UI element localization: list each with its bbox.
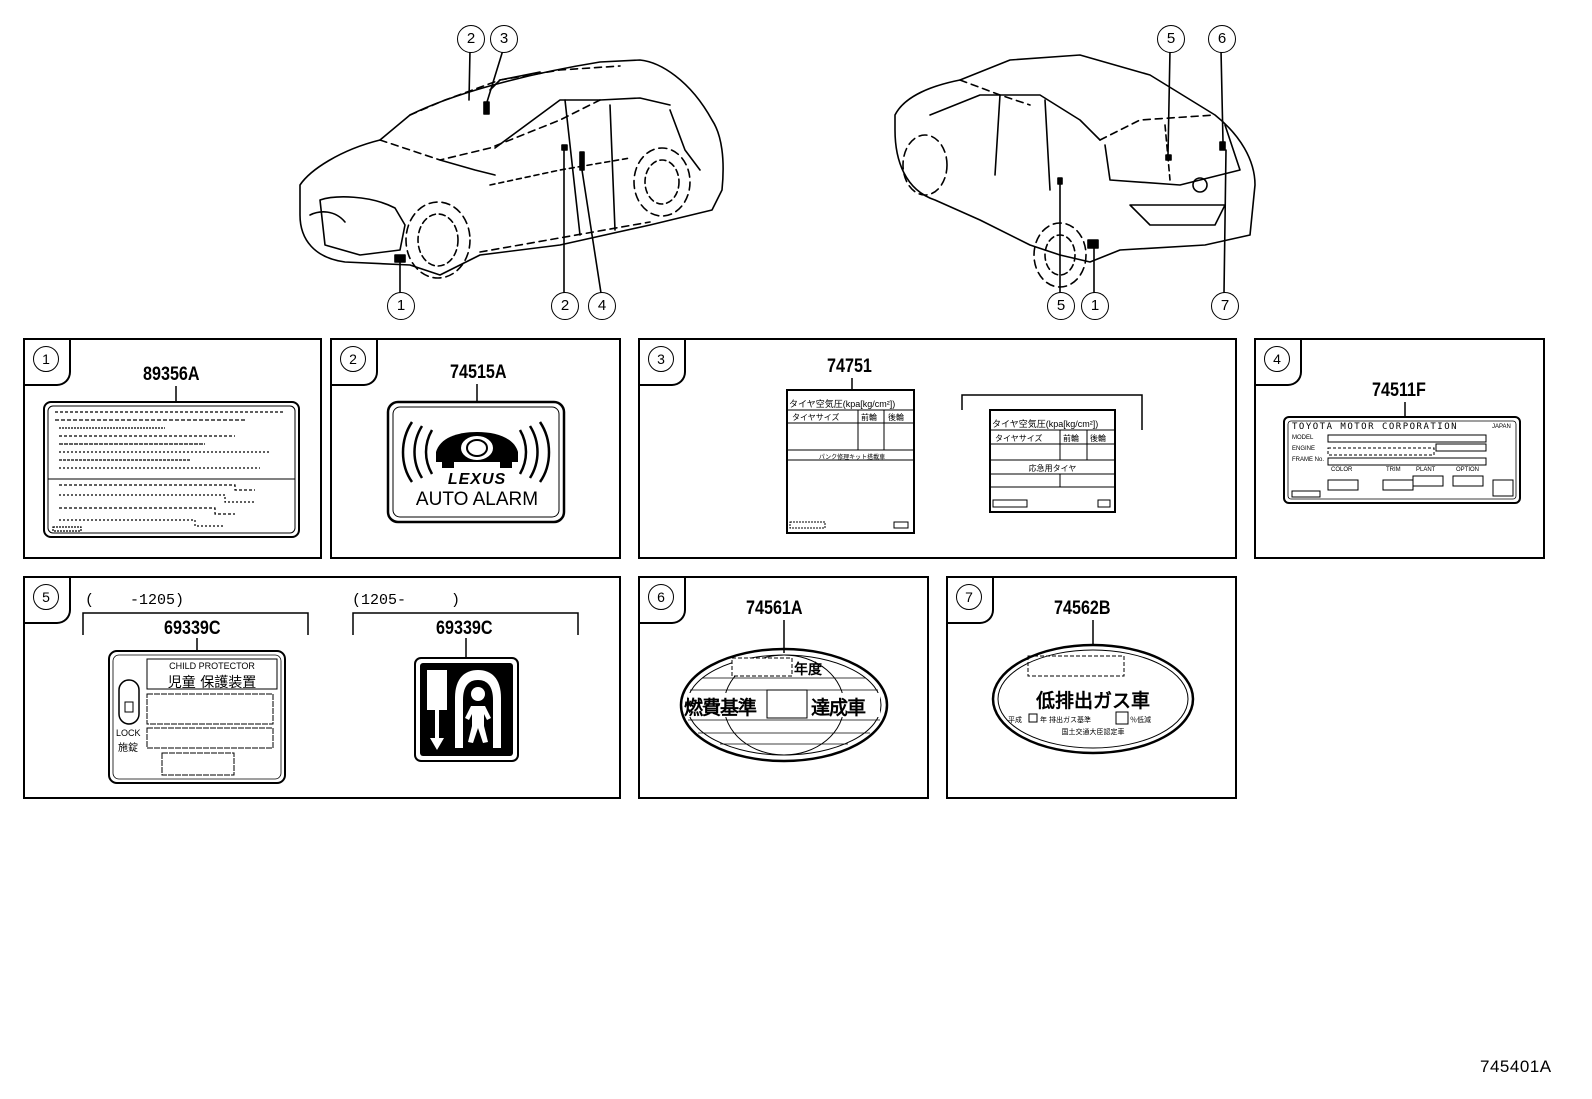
callout-rear-5-top: 5 <box>1157 25 1185 53</box>
fuel-economy-label <box>679 620 889 763</box>
panel-number: 6 <box>648 584 674 610</box>
code-color: COLOR <box>1331 467 1353 473</box>
range-before: ( -1205) <box>85 592 185 609</box>
part-number-b: 69339C <box>436 618 493 639</box>
panel-number-frame <box>640 578 686 624</box>
panel-1: 1 89356A <box>23 338 322 559</box>
panel-number: 7 <box>956 584 982 610</box>
panel-number-frame <box>1256 340 1302 386</box>
part-number: 74515A <box>450 362 507 383</box>
panel-number: 4 <box>1264 346 1290 372</box>
lexus-brand-text: LEXUS <box>447 471 507 488</box>
heisei-text: 平成 <box>1008 717 1022 724</box>
certification-text: 国土交通大臣認定車 <box>1061 729 1125 736</box>
panel-number: 2 <box>340 346 366 372</box>
fiscal-year-text: 年度 <box>794 662 822 678</box>
code-option: OPTION <box>1456 467 1480 473</box>
auto-alarm-label <box>386 384 566 524</box>
callout-front-2-bottom: 2 <box>551 292 579 320</box>
country: JAPAN <box>1492 424 1511 430</box>
rear-car-drawing <box>894 49 1256 294</box>
front-car-drawing <box>299 49 724 294</box>
part-number: 89356A <box>143 364 200 385</box>
panel-number: 5 <box>33 584 59 610</box>
callout-rear-5-bottom: 5 <box>1047 292 1075 320</box>
callout-rear-6-top: 6 <box>1208 25 1236 53</box>
panel-4: 4 74511F TOYOTA MOTOR CORPORATION JAPAN … <box>1254 338 1545 559</box>
panel-number-frame <box>948 578 994 624</box>
tire-label-b-col-rear: 後輪 <box>1090 434 1106 443</box>
panel-5: 5 ( -1205) (1205- ) 69339C 69339C CHILD … <box>23 576 621 799</box>
panel-number: 3 <box>648 346 674 372</box>
fuel-standard-text: 燃費基準 <box>684 697 757 719</box>
code-trim: TRIM <box>1386 467 1401 473</box>
emission-standard-text: 年 排出ガス基準 <box>1040 717 1091 724</box>
panel-2: 2 74515A LEXUS AUTO ALARM <box>330 338 621 559</box>
tire-label-a-title: タイヤ空気圧(kpa[kg/cm²]) <box>789 399 896 409</box>
achieved-vehicle-text: 達成車 <box>811 697 866 719</box>
tire-label-b-note: 応急用タイヤ <box>1028 464 1077 473</box>
panel-number-frame <box>332 340 378 386</box>
tire-label-b-col-size: タイヤサイズ <box>995 434 1043 443</box>
child-protector-jp: 児童 保護装置 <box>167 675 257 691</box>
reduction-text: ％低減 <box>1130 717 1151 724</box>
panel-7: 7 74562B 低排出ガス車 平成 年 排出ガス基準 ％低減 国土交通大臣認定… <box>946 576 1237 799</box>
low-emission-label <box>991 620 1195 755</box>
tire-label-a-col-rear: 後輪 <box>888 413 904 422</box>
panel-3: 3 74751 タイヤ空気圧(kpa[kg/cm²]) タイヤサイズ 前輪 後輪… <box>638 338 1237 559</box>
field-model: MODEL <box>1292 435 1314 441</box>
field-frame: FRAME No. <box>1292 457 1325 463</box>
part-number: 74511F <box>1372 380 1426 401</box>
tire-label-b-title: タイヤ空気圧(kpa[kg/cm²]) <box>992 419 1099 429</box>
part-number: 74561A <box>746 598 803 619</box>
callout-front-1-bottom: 1 <box>387 292 415 320</box>
panel-number-frame <box>25 340 71 386</box>
maker-name: TOYOTA MOTOR CORPORATION <box>1292 422 1459 432</box>
panel-number-frame <box>640 340 686 386</box>
tire-label-b-col-front: 前輪 <box>1063 434 1079 443</box>
callout-front-3-top: 3 <box>490 25 518 53</box>
field-engine: ENGINE <box>1292 446 1316 452</box>
tire-label-a-col-size: タイヤサイズ <box>792 413 840 422</box>
lock-jp-text: 施錠 <box>118 743 138 754</box>
panel-number-frame <box>25 578 71 624</box>
vin-plate-label <box>1283 402 1521 504</box>
callout-rear-7-bottom: 7 <box>1211 292 1239 320</box>
auto-alarm-text: AUTO ALARM <box>415 489 539 510</box>
tire-label-a-col-front: 前輪 <box>861 413 877 422</box>
callout-rear-1-bottom: 1 <box>1081 292 1109 320</box>
low-emission-title: 低排出ガス車 <box>1035 690 1150 712</box>
child-protector-en: CHILD PROTECTOR <box>169 661 255 671</box>
callout-front-2-top: 2 <box>457 25 485 53</box>
part-number: 74751 <box>827 356 872 377</box>
bumper-caution-label <box>43 386 300 538</box>
child-protector-labels <box>82 612 579 784</box>
range-after: (1205- ) <box>352 592 461 609</box>
lock-text: LOCK <box>116 728 141 738</box>
tire-label-a-note: パンク修理キット搭載車 <box>818 455 886 461</box>
tire-pressure-labels-frame <box>786 378 1143 534</box>
diagram-id: 745401A <box>1480 1057 1552 1076</box>
callout-front-4-bottom: 4 <box>588 292 616 320</box>
part-number-a: 69339C <box>164 618 221 639</box>
panel-number: 1 <box>33 346 59 372</box>
part-number: 74562B <box>1054 598 1111 619</box>
code-plant: PLANT <box>1416 467 1436 473</box>
panel-6: 6 74561A 年度 燃費基準 達成車 <box>638 576 929 799</box>
